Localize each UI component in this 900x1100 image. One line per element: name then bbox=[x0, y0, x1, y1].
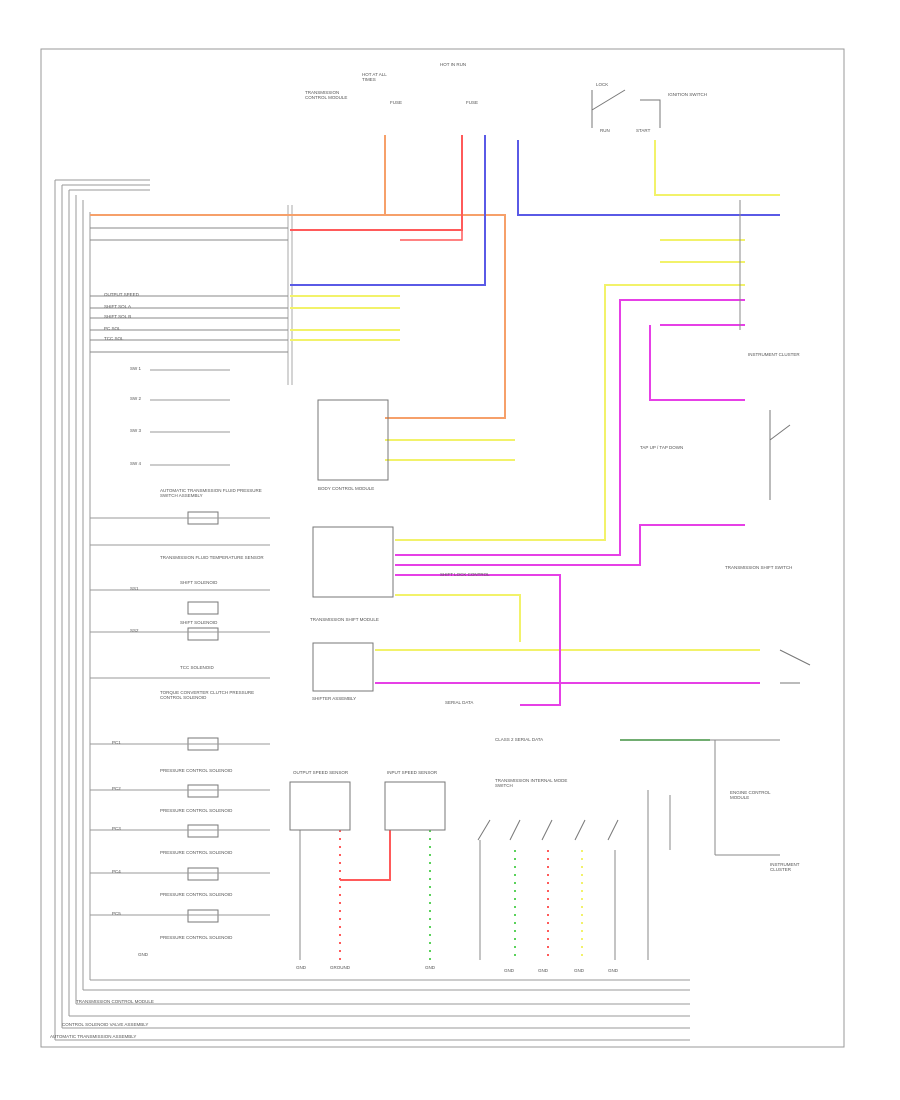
wire-red-2 bbox=[400, 230, 463, 241]
block-label-6: TORQUE CONVERTER CLUTCH PRESSURE CONTROL… bbox=[160, 690, 255, 700]
wire-yellow-top bbox=[654, 140, 780, 196]
gauges-label: TAP UP / TAP DOWN bbox=[640, 445, 684, 450]
block-label-5: TCC SOLENOID bbox=[180, 665, 214, 670]
ground-3: GND bbox=[425, 965, 435, 970]
block-label-2: TRANSMISSION FLUID TEMPERATURE SENSOR bbox=[160, 555, 264, 560]
block-label-7: PRESSURE CONTROL SOLENOID bbox=[160, 768, 233, 773]
tag-gnd: GND bbox=[138, 952, 148, 957]
bottom-rail-3: AUTOMATIC TRANSMISSION ASSEMBLY bbox=[50, 1034, 137, 1039]
sol-8 bbox=[187, 909, 219, 923]
fuse-label-2: FUSE bbox=[466, 100, 479, 105]
instrument-cluster-top: INSTRUMENT CLUSTER bbox=[748, 352, 800, 357]
wire-violet-2 bbox=[395, 524, 745, 566]
ign-start-label: START bbox=[636, 128, 651, 133]
ignition-switch-symbol bbox=[591, 89, 661, 128]
ign-lock-label: LOCK bbox=[596, 82, 609, 87]
shift-switch-label: TRANSMISSION SHIFT SWITCH bbox=[725, 565, 793, 570]
block-label-8: PRESSURE CONTROL SOLENOID bbox=[160, 808, 233, 813]
gray-wires bbox=[90, 200, 780, 960]
shift-lock-box bbox=[312, 642, 374, 692]
wire-violet-5 bbox=[649, 325, 745, 401]
sensor-box-2 bbox=[384, 781, 446, 831]
sol-5 bbox=[187, 784, 219, 798]
tcm-module-label: TRANSMISSION CONTROL MODULE bbox=[305, 90, 348, 100]
tag-sw4: SW 4 bbox=[130, 461, 142, 466]
right-switches bbox=[477, 410, 811, 841]
ecm-label: ENGINE CONTROL MODULE bbox=[730, 790, 771, 800]
block-label-11: PRESSURE CONTROL SOLENOID bbox=[160, 935, 233, 940]
wire-blue-2 bbox=[517, 140, 780, 216]
bcm-label: BODY CONTROL MODULE bbox=[318, 486, 375, 491]
tag-pc5: PC5 bbox=[112, 911, 121, 916]
wire-red-bottom-2 bbox=[340, 830, 391, 881]
tag-ss2: SS2 bbox=[130, 628, 139, 633]
rail-label-4: PC SOL bbox=[104, 326, 121, 331]
output-sensor-label: OUTPUT SPEED SENSOR bbox=[293, 770, 349, 775]
rail-label-1: OUTPUT SPEED bbox=[104, 292, 139, 297]
ground-6: GND bbox=[574, 968, 584, 973]
ground-4: GND bbox=[504, 968, 514, 973]
bottom-rail-2: CONTROL SOLENOID VALVE ASSEMBLY bbox=[62, 1022, 149, 1027]
rail-label-5: TCC SOL bbox=[104, 336, 124, 341]
bcm-box bbox=[317, 399, 389, 481]
tag-pc2: PC2 bbox=[112, 786, 121, 791]
block-label-4: SHIFT SOLENOID bbox=[180, 620, 218, 625]
diagram-border bbox=[40, 48, 845, 1048]
wire-orange bbox=[90, 135, 386, 216]
wire-blue bbox=[290, 135, 486, 286]
tag-sw1: SW 1 bbox=[130, 366, 142, 371]
ground-7: GND bbox=[608, 968, 618, 973]
data-line-2-label: CLASS 2 SERIAL DATA bbox=[495, 737, 544, 742]
hot-label-2: HOT IN RUN bbox=[440, 62, 467, 67]
block-label-1: AUTOMATIC TRANSMISSION FLUID PRESSURE SW… bbox=[160, 488, 262, 498]
input-sensor-label: INPUT SPEED SENSOR bbox=[387, 770, 438, 775]
shift-lock-label: SHIFT LOCK CONTROL bbox=[440, 572, 490, 577]
tag-pc4: PC4 bbox=[112, 869, 121, 874]
fuse-label-1: FUSE bbox=[390, 100, 403, 105]
shifter-assembly-label: SHIFTER ASSEMBLY bbox=[312, 696, 357, 701]
block-label-9: PRESSURE CONTROL SOLENOID bbox=[160, 850, 233, 855]
hot-label-1: HOT AT ALL TIMES bbox=[362, 72, 387, 82]
sol-6 bbox=[187, 824, 219, 838]
wires bbox=[90, 135, 780, 960]
ground-1: GND bbox=[296, 965, 306, 970]
data-line-label: SERIAL DATA bbox=[445, 700, 474, 705]
ground-5: GND bbox=[538, 968, 548, 973]
sol-3 bbox=[187, 627, 219, 641]
block-label-10: PRESSURE CONTROL SOLENOID bbox=[160, 892, 233, 897]
rail-label-2: SHIFT SOL A bbox=[104, 304, 132, 309]
sensor-box-1 bbox=[289, 781, 351, 831]
sol-7 bbox=[187, 867, 219, 881]
wire-yellow-long bbox=[395, 284, 745, 541]
solenoid-wires bbox=[90, 369, 270, 916]
wire-violet-3 bbox=[395, 574, 561, 706]
ignition-switch-label: IGNITION SWITCH bbox=[668, 92, 707, 97]
wire-violet-1 bbox=[395, 299, 745, 556]
tag-sw2: SW 2 bbox=[130, 396, 142, 401]
tag-sw3: SW 3 bbox=[130, 428, 142, 433]
range-switch-label: TRANSMISSION INTERNAL MODE SWITCH bbox=[495, 778, 568, 788]
wire-yellow-shift bbox=[395, 594, 521, 642]
tag-ss1: SS1 bbox=[130, 586, 139, 591]
bottom-rail-1: TRANSMISSION CONTROL MODULE bbox=[76, 999, 154, 1004]
tag-pc3: PC3 bbox=[112, 826, 121, 831]
tag-pc1: PC1 bbox=[112, 740, 121, 745]
shifter-module-label: TRANSMISSION SHIFT MODULE bbox=[310, 617, 379, 622]
wire-orange-2 bbox=[285, 214, 506, 419]
block-label-3: SHIFT SOLENOID bbox=[180, 580, 218, 585]
rail-label-3: SHIFT SOL B bbox=[104, 314, 132, 319]
ground-2: GROUND bbox=[330, 965, 350, 970]
components bbox=[187, 89, 661, 923]
ign-run-label: RUN bbox=[600, 128, 610, 133]
sol-2 bbox=[187, 601, 219, 615]
cluster-label-bottom: INSTRUMENT CLUSTER bbox=[770, 862, 800, 872]
shift-module-box bbox=[312, 526, 394, 598]
